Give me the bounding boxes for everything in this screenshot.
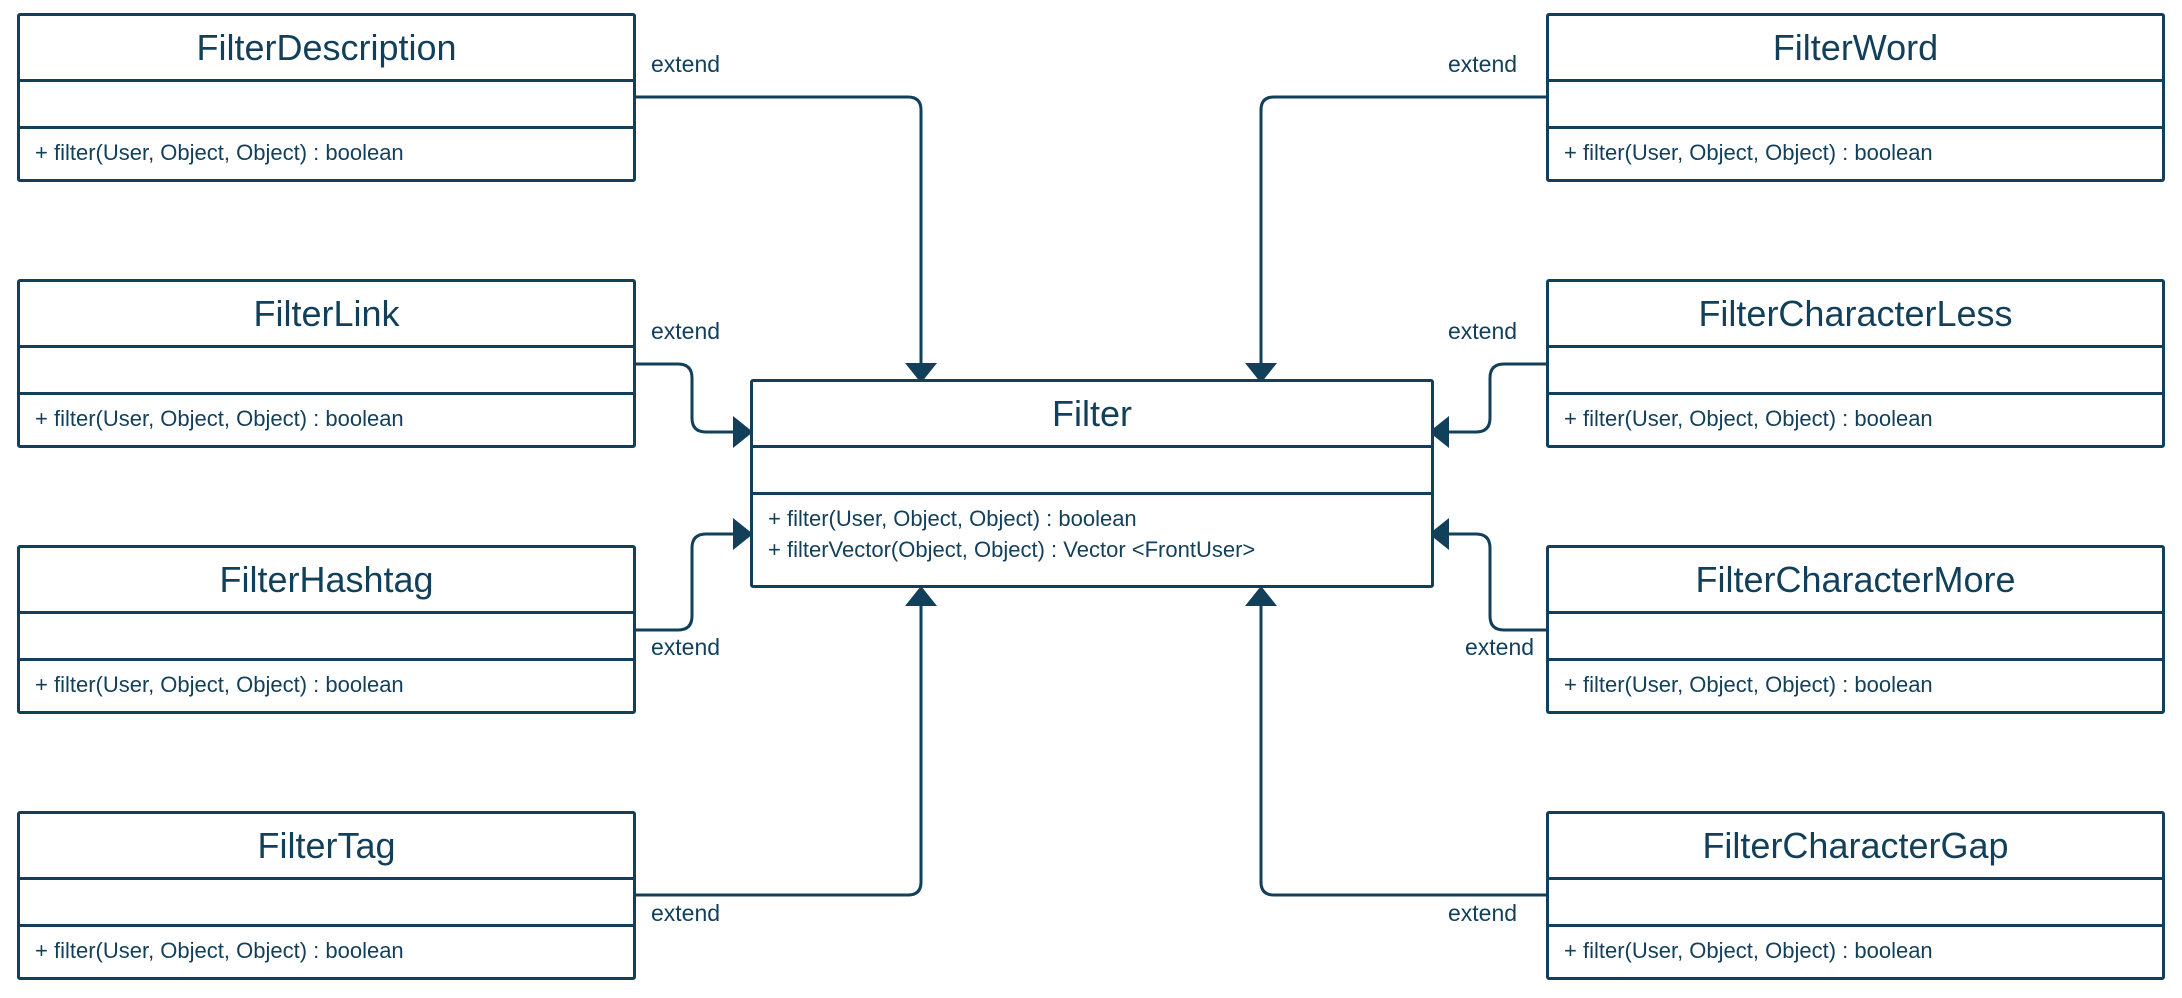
class-name: FilterTag: [20, 814, 633, 880]
extend-label-filterword: extend: [1448, 51, 1518, 77]
method: + filterVector(Object, Object) : Vector …: [768, 537, 1256, 562]
arrowhead-filtertag: [905, 586, 937, 606]
class-filterlink[interactable]: FilterLink + filter(User, Object, Object…: [17, 279, 636, 448]
class-attributes: [20, 614, 633, 661]
arrowhead-filterlink: [733, 416, 753, 448]
class-name: FilterCharacterGap: [1549, 814, 2162, 880]
method: + filter(User, Object, Object) : boolean: [35, 672, 404, 697]
class-methods: + filter(User, Object, Object) : boolean: [20, 395, 633, 434]
extend-label-filtertag: extend: [651, 900, 721, 926]
connector-filtercharactermore: [1442, 532, 1548, 632]
extend-label-filterlink: extend: [651, 318, 721, 344]
connector-filterdescription: [634, 95, 923, 372]
method: + filter(User, Object, Object) : boolean: [35, 938, 404, 963]
class-name: FilterHashtag: [20, 548, 633, 614]
extend-label-filtercharacterless: extend: [1448, 318, 1518, 344]
class-methods: + filter(User, Object, Object) : boolean: [20, 661, 633, 700]
class-filtercharacterless[interactable]: FilterCharacterLess + filter(User, Objec…: [1546, 279, 2165, 448]
method: + filter(User, Object, Object) : boolean: [35, 406, 404, 431]
extend-label-filterdescription: extend: [651, 51, 721, 77]
arrowhead-filterword: [1245, 363, 1277, 383]
class-attributes: [1549, 82, 2162, 129]
arrowhead-filtercharactergap: [1245, 586, 1277, 606]
class-attributes: [20, 348, 633, 395]
method: + filter(User, Object, Object) : boolean: [768, 506, 1137, 531]
arrowhead-filterdescription: [905, 363, 937, 383]
class-name: FilterCharacterMore: [1549, 548, 2162, 614]
class-methods: + filter(User, Object, Object) : boolean: [1549, 927, 2162, 966]
class-methods: + filter(User, Object, Object) : boolean: [20, 129, 633, 168]
method: + filter(User, Object, Object) : boolean: [1564, 938, 1933, 963]
class-name: Filter: [753, 382, 1431, 448]
class-attributes: [1549, 614, 2162, 661]
class-attributes: [1549, 880, 2162, 927]
class-name: FilterLink: [20, 282, 633, 348]
class-filtercharactermore[interactable]: FilterCharacterMore + filter(User, Objec…: [1546, 545, 2165, 714]
class-methods: + filter(User, Object, Object) : boolean: [20, 927, 633, 966]
class-methods: + filter(User, Object, Object) : boolean: [1549, 129, 2162, 168]
connector-filterword: [1259, 95, 1548, 372]
class-filterhashtag[interactable]: FilterHashtag + filter(User, Object, Obj…: [17, 545, 636, 714]
class-attributes: [753, 448, 1431, 495]
arrowhead-filterhashtag: [733, 518, 753, 550]
class-methods: + filter(User, Object, Object) : boolean…: [753, 495, 1431, 565]
extend-label-filtercharactergap: extend: [1448, 900, 1518, 926]
connector-filtercharacterless: [1442, 362, 1548, 434]
class-name: FilterWord: [1549, 16, 2162, 82]
class-filterdescription[interactable]: FilterDescription + filter(User, Object,…: [17, 13, 636, 182]
class-methods: + filter(User, Object, Object) : boolean: [1549, 395, 2162, 434]
extend-label-filtercharactermore: extend: [1465, 634, 1535, 660]
class-name: FilterCharacterLess: [1549, 282, 2162, 348]
extend-label-filterhashtag: extend: [651, 634, 721, 660]
connector-filterlink: [634, 362, 740, 434]
class-attributes: [20, 82, 633, 129]
class-filter[interactable]: Filter + filter(User, Object, Object) : …: [750, 379, 1434, 588]
connector-filtercharactergap: [1259, 598, 1548, 897]
class-filtertag[interactable]: FilterTag + filter(User, Object, Object)…: [17, 811, 636, 980]
arrowhead-filtercharacterless: [1429, 416, 1449, 448]
method: + filter(User, Object, Object) : boolean: [1564, 406, 1933, 431]
connector-filtertag: [634, 598, 923, 897]
arrowhead-filtercharactermore: [1429, 518, 1449, 550]
method: + filter(User, Object, Object) : boolean: [35, 140, 404, 165]
method: + filter(User, Object, Object) : boolean: [1564, 140, 1933, 165]
method: + filter(User, Object, Object) : boolean: [1564, 672, 1933, 697]
class-attributes: [1549, 348, 2162, 395]
connector-filterhashtag: [634, 532, 740, 632]
class-filtercharactergap[interactable]: FilterCharacterGap + filter(User, Object…: [1546, 811, 2165, 980]
class-name: FilterDescription: [20, 16, 633, 82]
class-filterword[interactable]: FilterWord + filter(User, Object, Object…: [1546, 13, 2165, 182]
class-attributes: [20, 880, 633, 927]
class-methods: + filter(User, Object, Object) : boolean: [1549, 661, 2162, 700]
